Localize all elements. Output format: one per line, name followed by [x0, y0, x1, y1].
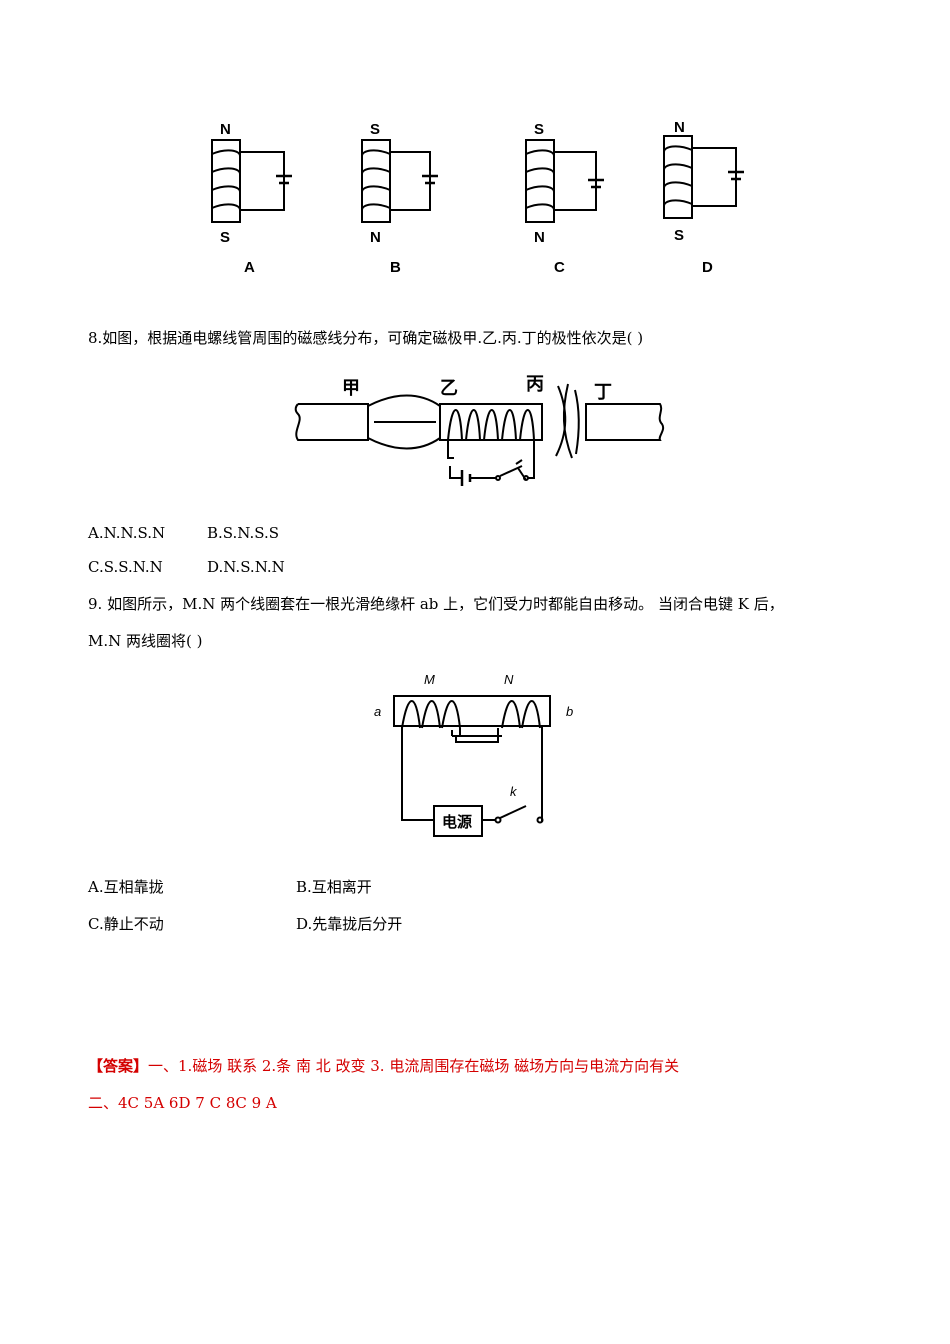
q8-stem: 8.如图，根据通电螺线管周围的磁感线分布，可确定磁极甲.乙.丙.丁的极性依次是(… [88, 329, 644, 347]
q8-figure: 甲 乙 丙 丁 [294, 374, 665, 486]
q8-option-c: C.S.S.N.N [88, 558, 163, 576]
q7-diagram-b [361, 139, 438, 223]
answer-tag: 【答案】 [88, 1057, 149, 1075]
q9-label-b: b [566, 704, 573, 719]
q8-option-a: A.N.N.S.N [88, 524, 166, 542]
q7-b-label: B [390, 259, 401, 276]
q9-option-a: A.互相靠拢 [88, 878, 164, 896]
q7-d-bottom-pole: S [674, 227, 684, 244]
answer-line2: 二、4C 5A 6D 7 C 8C 9 A [88, 1094, 277, 1112]
q8-label-ding: 丁 [594, 382, 612, 402]
q9-stem-line1: 9. 如图所示，M.N 两个线圈套在一根光滑绝缘杆 ab 上，它们受力时都能自由… [88, 595, 784, 613]
answer-text-1: 一、1.磁场 联系 2.条 南 北 改变 3. 电流周围存在磁场 磁场方向与电流… [148, 1057, 680, 1075]
q7-b-top-pole: S [370, 121, 380, 138]
q7-b-bottom-pole: N [370, 229, 381, 246]
q9-label-n: N [504, 672, 514, 687]
q8-label-yi: 乙 [440, 378, 458, 398]
q7-c-label: C [554, 259, 565, 276]
answer-line1: 【答案】一、1.磁场 联系 2.条 南 北 改变 3. 电流周围存在磁场 磁场方… [88, 1055, 679, 1076]
q7-diagram-a [211, 139, 292, 223]
q8-option-b: B.S.N.S.S [207, 524, 280, 542]
q8-label-bing: 丙 [526, 374, 544, 394]
q8-label-jia: 甲 [342, 378, 360, 398]
q9-option-d: D.先靠拢后分开 [296, 915, 403, 933]
q7-diagram-d [663, 135, 744, 219]
q9-option-c: C.静止不动 [88, 915, 164, 933]
q9-figure: M N a b k 电源 [374, 672, 573, 837]
q8-option-d: D.N.S.N.N [207, 558, 285, 576]
q7-d-top-pole: N [674, 119, 685, 136]
q7-diagram-c [525, 139, 604, 223]
q9-power-label: 电源 [442, 813, 472, 831]
q9-label-m: M [424, 672, 435, 687]
q9-stem-line2: M.N 两线圈将( ) [88, 632, 203, 650]
q7-a-label: A [244, 259, 255, 276]
q7-d-label: D [702, 259, 713, 276]
q9-option-b: B.互相离开 [296, 878, 372, 896]
q7-a-bottom-pole: S [220, 229, 230, 246]
q9-label-a: a [374, 704, 381, 719]
q7-c-top-pole: S [534, 121, 544, 138]
q9-label-k: k [510, 784, 518, 799]
q7-figure: N S A S N B S N C N S D [211, 119, 744, 276]
q7-c-bottom-pole: N [534, 229, 545, 246]
q7-a-top-pole: N [220, 121, 231, 138]
